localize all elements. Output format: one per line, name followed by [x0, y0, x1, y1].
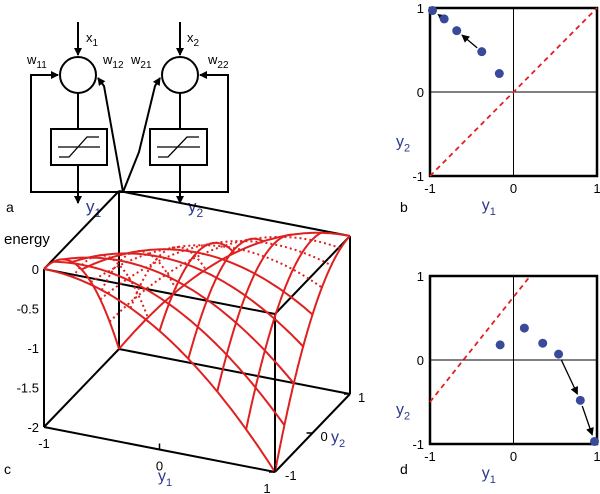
panel-a-network-diagram	[30, 22, 229, 204]
energy-surface-curve	[158, 241, 236, 332]
energy-surface-curve	[118, 231, 351, 350]
energy-y1-tick: 1	[263, 481, 270, 494]
energy-y1-axis-label: y1	[158, 468, 172, 489]
plot-d-y-axis-label: y2	[396, 402, 410, 423]
neuron-2-circle	[161, 56, 199, 94]
energy-z-tick: 0	[32, 262, 39, 277]
plot-b-trajectory-arrow	[437, 14, 447, 22]
plot-d-trajectory-arrow	[560, 359, 578, 395]
energy-surface-curve	[81, 248, 314, 316]
plot-d-y-tick: 1	[417, 269, 424, 284]
plot-b-y-tick: -1	[412, 169, 424, 184]
plot-b-y-tick: 0	[417, 85, 424, 100]
input-label-x2: x2	[187, 30, 200, 49]
plot-d-state-point	[538, 338, 548, 348]
energy-surface-curve	[71, 252, 304, 348]
energy-surface-curve	[245, 231, 322, 430]
plot-b-state-point	[428, 6, 438, 16]
plot-d-state-point	[554, 349, 564, 359]
plot-b-trajectory-arrow	[461, 34, 478, 49]
cross-link-w12	[97, 77, 180, 193]
energy-box-edge	[43, 268, 276, 315]
energy-z-tick: -2	[27, 420, 39, 435]
energy-surface-curve	[216, 233, 293, 392]
plot-d-state-point	[575, 395, 585, 405]
energy-box-edge	[43, 190, 120, 270]
energy-box-edge	[118, 190, 351, 237]
energy-z-tick: -1.5	[17, 381, 39, 396]
energy-box-edge	[118, 348, 351, 395]
plot-d-y-tick: -1	[412, 437, 424, 452]
self-loop-w11	[30, 71, 78, 193]
energy-z-tick: -1	[27, 341, 39, 356]
energy-z-tick: -0.5	[17, 302, 39, 317]
input-label-x1: x1	[86, 30, 99, 49]
energy-y1-tick: 0	[156, 459, 163, 474]
energy-y2-tick: 1	[358, 390, 365, 405]
output-label-y2: y2	[188, 197, 204, 220]
plot-b-x-axis-label: y1	[482, 197, 496, 218]
energy-y1-tick: -1	[38, 436, 50, 451]
plot-d-x-tick: 0	[510, 449, 517, 464]
plot-d-trajectory-arrow	[581, 405, 594, 436]
activation-box-2	[149, 128, 208, 166]
weight-label-w22: w22	[207, 52, 229, 71]
panel-d-phase-plot: -1 0 1 -1 0 1 y1 y2	[396, 269, 600, 486]
plot-d-y-tick: 0	[417, 353, 424, 368]
neuron-1-circle	[59, 56, 97, 94]
plot-b-x-tick: 0	[510, 181, 517, 196]
energy-box-edge	[274, 235, 351, 315]
panel-b-phase-plot: -1 0 1 -1 0 1 y1 y2	[396, 1, 600, 218]
plot-d-x-tick: -1	[424, 449, 436, 464]
plot-b-state-point	[477, 47, 487, 57]
plot-b-x-tick: -1	[424, 181, 436, 196]
weight-label-w21: w21	[130, 52, 152, 71]
plot-d-state-point	[495, 340, 505, 350]
panel-label-c: c	[4, 461, 11, 477]
energy-y2-tick: 0	[321, 429, 328, 444]
weight-label-w11: w11	[26, 52, 47, 71]
panel-label-d: d	[400, 461, 408, 477]
plot-d-state-point	[589, 436, 599, 446]
self-loop-w22	[180, 71, 229, 193]
plot-b-state-point	[439, 14, 449, 24]
plot-d-diagonal-line	[429, 275, 531, 403]
energy-surface-curve	[274, 235, 351, 473]
plot-d-state-point	[519, 323, 529, 333]
energy-surface-curve	[108, 235, 341, 323]
plot-b-diagonal-line	[429, 7, 598, 177]
plot-b-state-point	[452, 26, 462, 36]
energy-surface-curve	[43, 258, 120, 350]
plot-b-y-axis-label: y2	[396, 134, 410, 155]
energy-surface-curve	[99, 240, 332, 301]
plot-d-x-axis-label: y1	[482, 465, 496, 486]
weight-label-w12: w12	[102, 52, 124, 71]
plot-b-state-point	[494, 69, 504, 79]
energy-box-edge	[43, 348, 120, 428]
cross-link-w21	[78, 77, 161, 193]
panel-c-energy-surface: 0 -0.5 -1 -1.5 -2 energy -1 0 1 -1 0 1 y1 y2	[4, 190, 365, 494]
energy-axis-label: energy	[4, 231, 50, 248]
plot-b-y-tick: 1	[417, 1, 424, 16]
energy-y2-axis-label: y2	[331, 429, 345, 450]
plot-d-x-tick: 1	[593, 449, 600, 464]
plot-b-x-tick: 1	[593, 181, 600, 196]
energy-y2-tick: -1	[285, 468, 297, 483]
panel-label-b: b	[400, 199, 408, 215]
panel-label-a: a	[6, 199, 14, 215]
